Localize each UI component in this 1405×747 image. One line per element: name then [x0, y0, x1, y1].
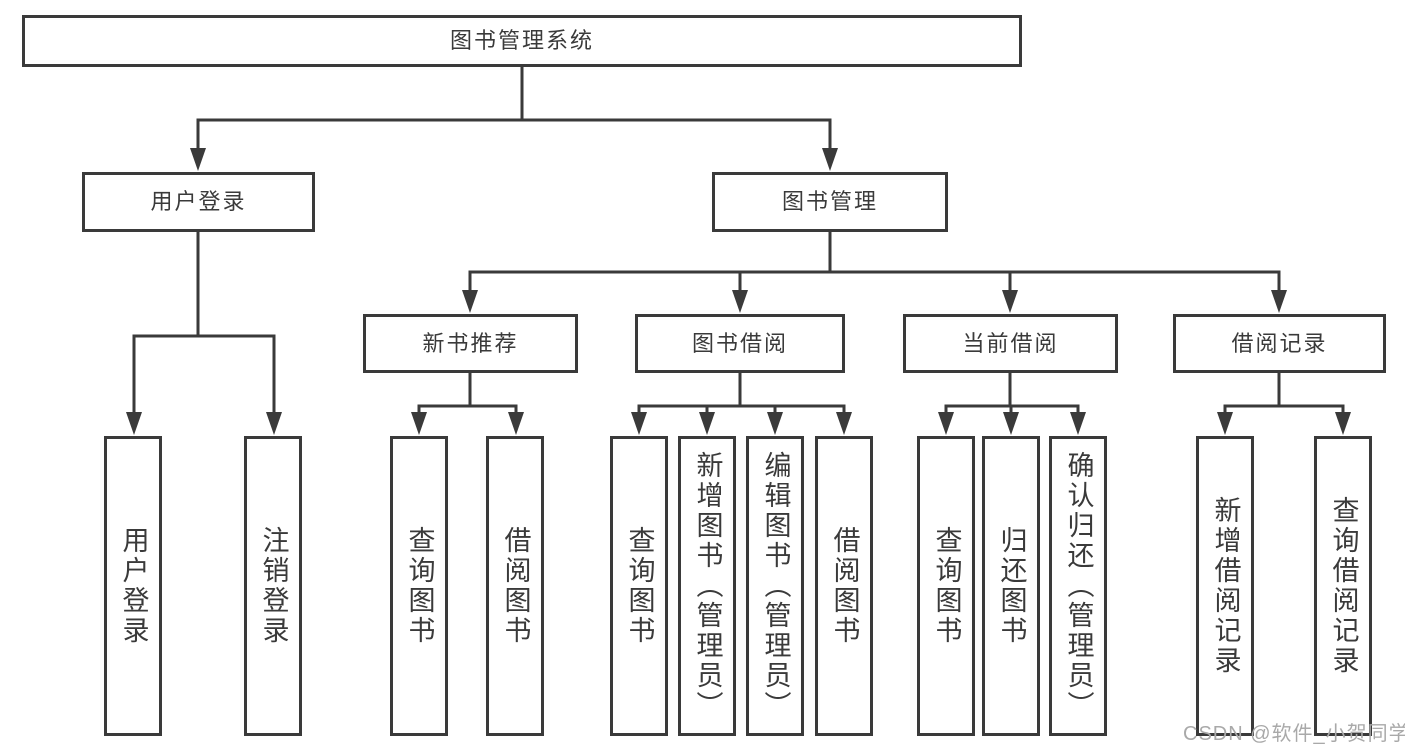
book-borrow-branch-connector [631, 373, 852, 435]
leaf-confirm-return-admin: 确认归还（管理员） [1049, 436, 1107, 736]
node-borrow-record: 借阅记录 [1173, 314, 1386, 373]
leaf-borrow-book: 借阅图书 [815, 436, 873, 736]
csdn-watermark: CSDN @软件_小贺同学 [1183, 723, 1405, 745]
book-mgmt-branch-connector [462, 232, 1287, 313]
node-root: 图书管理系统 [22, 15, 1022, 67]
node-book-borrow: 图书借阅 [635, 314, 845, 373]
leaf-query-book-newrec: 查询图书 [390, 436, 448, 736]
leaf-query-book-borrow: 查询图书 [610, 436, 668, 736]
current-borrow-branch-connector [938, 373, 1086, 435]
node-current-borrow: 当前借阅 [903, 314, 1118, 373]
node-user-login: 用户登录 [82, 172, 315, 232]
leaf-borrow-book-newrec: 借阅图书 [486, 436, 544, 736]
leaf-logout: 注销登录 [244, 436, 302, 736]
leaf-user-login: 用户登录 [104, 436, 162, 736]
node-new-book-rec: 新书推荐 [363, 314, 578, 373]
node-book-mgmt: 图书管理 [712, 172, 948, 232]
new-book-rec-branch-connector [411, 373, 524, 435]
leaf-query-book-current: 查询图书 [917, 436, 975, 736]
leaf-edit-book-admin: 编辑图书（管理员） [746, 436, 804, 736]
leaf-query-borrow-record: 查询借阅记录 [1314, 436, 1372, 736]
leaf-return-book: 归还图书 [982, 436, 1040, 736]
borrow-record-branch-connector [1217, 373, 1351, 435]
leaf-add-book-admin: 新增图书（管理员） [678, 436, 736, 736]
user-login-branch-connector [126, 232, 282, 435]
root-to-level2-connector [190, 67, 838, 171]
leaf-add-borrow-record: 新增借阅记录 [1196, 436, 1254, 736]
